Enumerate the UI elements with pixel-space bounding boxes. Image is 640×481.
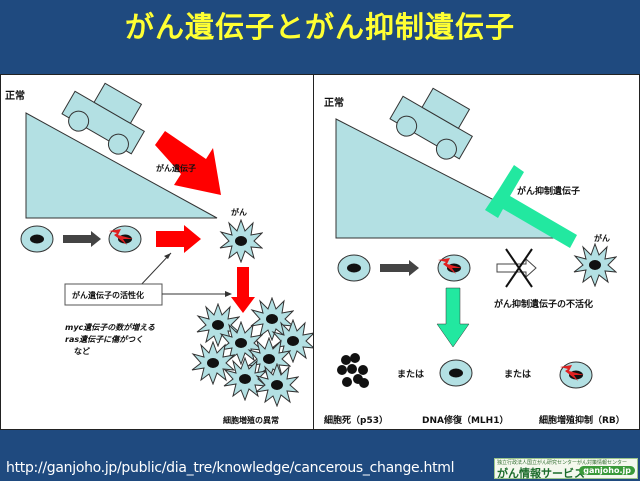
logo-badge: ganjoho.jp xyxy=(579,466,635,475)
slope-triangle xyxy=(25,112,218,219)
suppressor-panel: 正常 がん抑制遺伝子 がん がん抑制遺伝子の不活化 xyxy=(313,74,640,430)
logo-org-text: 独立行政法人国立がん研究センターがん対策情報センター xyxy=(497,460,628,466)
apoptosis-icon xyxy=(337,353,369,388)
repaired-cell-icon xyxy=(439,359,473,387)
or-label-1: または xyxy=(397,369,424,380)
damaged-cell-icon xyxy=(437,254,471,282)
or-label-2: または xyxy=(504,369,531,380)
activation-arrow xyxy=(156,225,201,253)
normal-label: 正常 xyxy=(324,96,344,109)
cancer-label: がん xyxy=(594,233,610,243)
svg-text:正常: 正常 xyxy=(5,89,25,102)
normal-cell-icon xyxy=(20,225,54,253)
source-url-link[interactable]: http://ganjoho.jp/public/dia_tre/knowled… xyxy=(6,460,455,476)
note-line-etc: など xyxy=(74,346,90,356)
note-line-myc: myc遺伝子の数が増える xyxy=(65,323,155,332)
apoptosis-label: 細胞死（p53） xyxy=(324,414,388,426)
normal-cell-icon xyxy=(337,254,371,282)
oncogene-arrow xyxy=(155,131,221,195)
damaged-cell-icon xyxy=(108,225,142,253)
suppressor-label: がん抑制遺伝子 xyxy=(517,185,580,197)
progress-arrow xyxy=(380,260,419,276)
logo-service-name: がん情報サービス xyxy=(497,467,585,480)
inactivation-label: がん抑制遺伝子の不活化 xyxy=(494,298,593,310)
cancer-label: がん xyxy=(231,207,247,217)
pointer-line xyxy=(138,252,172,288)
cross-icon xyxy=(505,248,533,288)
oncogene-panel: 正常 がん遺伝子 がん がん遺伝子の活性化 xyxy=(0,74,315,430)
ganjoho-logo[interactable]: 独立行政法人国立がん研究センターがん対策情報センター がん情報サービス ganj… xyxy=(494,458,638,480)
cancer-cell-icon xyxy=(573,243,617,287)
cancer-cell-icon xyxy=(219,219,263,263)
car-icon xyxy=(61,82,145,155)
growth-arrow xyxy=(231,267,255,313)
progress-arrow xyxy=(63,231,101,247)
suppressor-brake-icon xyxy=(485,165,577,248)
arrested-cell-icon xyxy=(559,361,593,389)
pointer-arrowhead xyxy=(164,253,171,259)
normal-label: 正常 xyxy=(5,89,25,102)
activation-box-label: がん遺伝子の活性化 xyxy=(72,290,144,300)
car-icon xyxy=(389,87,473,160)
dna-repair-label: DNA修復（MLH1） xyxy=(422,414,508,426)
note-line-ras: ras遺伝子に傷がつく xyxy=(65,335,143,344)
suppression-arrow xyxy=(436,287,470,348)
cancer-cell-cluster xyxy=(191,297,315,407)
blocked-arrow xyxy=(496,257,537,279)
pointer-arrowhead-2 xyxy=(225,291,232,297)
abnormal-growth-label: 細胞増殖の異常 xyxy=(223,415,279,425)
slide-title: がん遺伝子とがん抑制遺伝子 xyxy=(124,10,515,44)
growth-suppression-label: 細胞増殖抑制（RB） xyxy=(539,414,625,426)
oncogene-label: がん遺伝子 xyxy=(156,163,196,173)
